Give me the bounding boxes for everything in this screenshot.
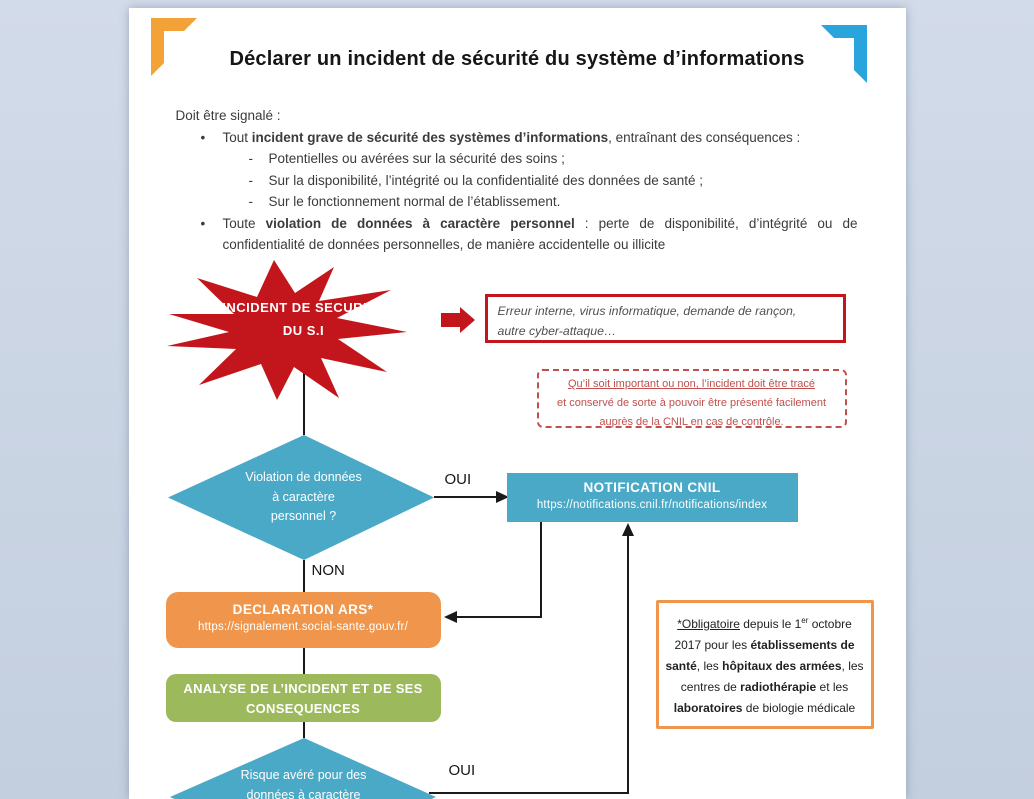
bullet-text-prefix: Toute bbox=[222, 215, 266, 231]
corner-bracket-left-icon bbox=[150, 18, 197, 76]
bullet-item-1: • Tout incident grave de sécurité des sy… bbox=[176, 127, 858, 149]
bullet-marker: • bbox=[200, 215, 206, 231]
incident-starburst bbox=[166, 260, 407, 400]
arrowhead-left bbox=[443, 611, 457, 623]
analysis-box: ANALYSE DE L’INCIDENT ET DE SES CONSEQUE… bbox=[165, 674, 441, 722]
sub-bullet-item: - Sur le fonctionnement normal de l’étab… bbox=[176, 191, 858, 213]
trace-note-box: Qu’il soit important ou non, l’incident … bbox=[536, 369, 847, 428]
bullet-text-suffix: , entraînant des conséquences : bbox=[608, 129, 801, 145]
oui-label-2: OUI bbox=[448, 762, 476, 779]
decision2-label: Risque avéré pour des données à caractèr… bbox=[240, 768, 367, 799]
dash-marker: - bbox=[248, 151, 254, 166]
flowchart-canvas bbox=[166, 260, 634, 799]
bullet-text-bold: violation de données à caractère personn… bbox=[265, 215, 575, 231]
decision1-diamond bbox=[167, 435, 434, 560]
ars-url[interactable]: https://signalement.social-sante.gouv.fr… bbox=[198, 621, 408, 633]
cnil-box: NOTIFICATION CNIL https://notifications.… bbox=[506, 473, 798, 522]
connector-cnil-to-ars bbox=[455, 522, 542, 618]
page-title: Déclarer un incident de sécurité du syst… bbox=[229, 48, 805, 70]
bullet-item-2: • Toute violation de données à caractère… bbox=[176, 213, 858, 256]
dash-marker: - bbox=[248, 194, 254, 209]
intro-lead: Doit être signalé : bbox=[175, 108, 281, 123]
sub-bullet-item: - Sur la disponibilité, l’intégrité ou l… bbox=[176, 170, 858, 192]
intro-text: Doit être signalé : • Tout incident grav… bbox=[176, 105, 858, 256]
incident-starburst-label: INCIDENT DE SECURITE DU S.I bbox=[222, 300, 385, 338]
sub-bullet-item: - Potentielles ou avérées sur la sécurit… bbox=[176, 148, 858, 170]
bullet-text-prefix: Tout bbox=[222, 129, 252, 145]
cnil-title: NOTIFICATION CNIL bbox=[583, 480, 721, 495]
cnil-url[interactable]: https://notifications.cnil.fr/notificati… bbox=[536, 499, 768, 511]
ars-title: DECLARATION ARS* bbox=[232, 602, 374, 617]
bullet-text-suffix: : perte de disponibilité, d’intégrité ou… bbox=[222, 215, 858, 253]
ars-box: DECLARATION ARS* https://signalement.soc… bbox=[165, 592, 441, 648]
sub-bullet-text: Sur le fonctionnement normal de l’établi… bbox=[268, 194, 561, 209]
sub-bullet-text: Potentielles ou avérées sur la sécurité … bbox=[268, 151, 565, 166]
bullet-marker: • bbox=[200, 129, 206, 145]
corner-bracket-right-icon bbox=[820, 25, 867, 83]
sub-bullet-text: Sur la disponibilité, l’intégrité ou la … bbox=[268, 172, 704, 188]
obligation-note-box: *Obligatoire depuis le 1er octobre 2017 … bbox=[655, 600, 874, 729]
oui-label-1: OUI bbox=[444, 471, 472, 488]
examples-box: Erreur interne, virus informatique, dema… bbox=[484, 294, 846, 343]
arrowhead-up bbox=[621, 523, 634, 536]
bullet-text-bold: incident grave de sécurité des systèmes … bbox=[251, 129, 609, 145]
arrowhead-right bbox=[495, 491, 509, 503]
non-label: NON bbox=[311, 562, 345, 579]
flowchart: INCIDENT DE SECURITE DU S.I Erreur inter… bbox=[129, 250, 906, 799]
decision1-label: Violation de données à caractère personn… bbox=[245, 470, 362, 523]
decision2-diamond bbox=[169, 738, 436, 799]
document-page: Déclarer un incident de sécurité du syst… bbox=[128, 8, 906, 799]
connector-oui2-to-cnil bbox=[428, 535, 629, 794]
block-arrow-icon bbox=[440, 307, 475, 333]
dash-marker: - bbox=[248, 172, 254, 188]
